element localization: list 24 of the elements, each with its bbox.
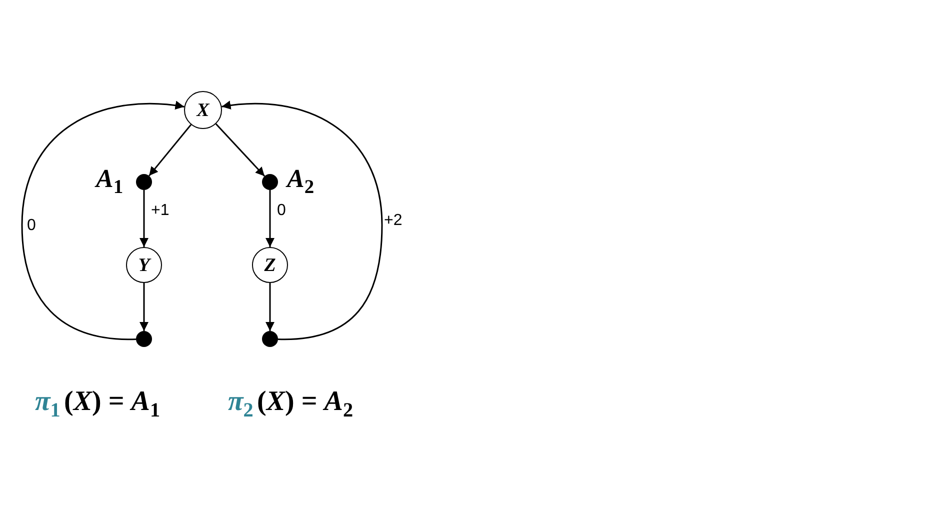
variable-circle (252, 247, 288, 283)
variable-circle (184, 91, 222, 129)
policy-symbol: π$_{1}$ (35, 388, 60, 421)
node-caption: A$_{2}$ (287, 166, 314, 198)
variable-circle (126, 247, 162, 283)
dot-node (136, 174, 152, 190)
formula: (X) = A$_{2}$ (257, 388, 354, 421)
arrow (21, 101, 184, 340)
dot-node (262, 331, 278, 347)
node-caption: A$_{1}$ (96, 166, 124, 198)
arrow (266, 190, 274, 247)
dot-node (136, 331, 152, 347)
arrow (140, 190, 148, 247)
arrow (148, 124, 192, 176)
arrow (140, 283, 148, 331)
node-label: Z (264, 256, 276, 274)
node-label: Y (138, 256, 150, 274)
arrow (266, 283, 274, 331)
arrow (222, 101, 383, 340)
formula: (X) = A$_{1}$ (64, 388, 160, 421)
policy-symbol: π$_{2}$ (228, 388, 254, 421)
dot-node (262, 174, 278, 190)
node-label: X (196, 100, 210, 120)
arrow (215, 123, 266, 177)
